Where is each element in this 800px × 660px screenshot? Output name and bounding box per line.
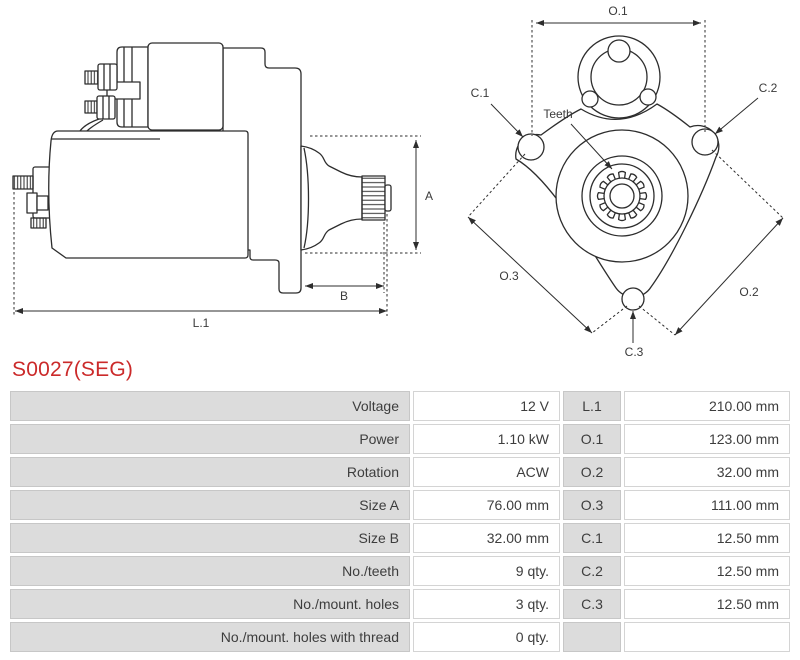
dim-value: 12.50 mm — [624, 589, 790, 619]
spec-value: 12 V — [413, 391, 560, 421]
part-number: S0027(SEG) — [12, 358, 134, 381]
dim-label-c2: C.2 — [759, 81, 778, 95]
mount-hole-c3 — [621, 287, 645, 311]
pinion-gear — [361, 175, 386, 221]
table-row: Size B 32.00 mm C.1 12.50 mm — [10, 523, 790, 553]
table-row: No./teeth 9 qty. C.2 12.50 mm — [10, 556, 790, 586]
spec-label: Size B — [10, 523, 410, 553]
spec-label: Size A — [10, 490, 410, 520]
dim-value — [624, 622, 790, 652]
dim-label-c1: C.1 — [471, 86, 490, 100]
spec-label: Power — [10, 424, 410, 454]
dim-value: 111.00 mm — [624, 490, 790, 520]
teeth-label: Teeth — [543, 107, 572, 121]
dim-label: C.3 — [563, 589, 621, 619]
spec-value: 0 qty. — [413, 622, 560, 652]
dim-label-o2: O.2 — [739, 285, 759, 299]
spec-value: 3 qty. — [413, 589, 560, 619]
spec-label: Voltage — [10, 391, 410, 421]
table-row: Size A 76.00 mm O.3 111.00 mm — [10, 490, 790, 520]
table-row: No./mount. holes with thread 0 qty. — [10, 622, 790, 652]
front-view-part-outline — [515, 35, 720, 311]
dim-value: 12.50 mm — [624, 556, 790, 586]
spec-value: ACW — [413, 457, 560, 487]
dim-value: 123.00 mm — [624, 424, 790, 454]
terminal-bolt — [84, 70, 99, 85]
dim-label: O.1 — [563, 424, 621, 454]
table-row: Rotation ACW O.2 32.00 mm — [10, 457, 790, 487]
pinion-gear-front — [596, 170, 648, 222]
spec-label: Rotation — [10, 457, 410, 487]
table-row: No./mount. holes 3 qty. C.3 12.50 mm — [10, 589, 790, 619]
side-view-part-outline — [12, 42, 392, 294]
spec-label: No./mount. holes — [10, 589, 410, 619]
starter-side-view-drawing: A B L.1 — [12, 42, 433, 330]
dim-label-l1: L.1 — [193, 316, 210, 330]
dim-value: 210.00 mm — [624, 391, 790, 421]
mount-hole-c2 — [691, 128, 719, 156]
front-view-dimensions — [467, 20, 784, 343]
spec-table: Voltage 12 V L.1 210.00 mm Power 1.10 kW… — [10, 391, 790, 655]
dim-value: 32.00 mm — [624, 457, 790, 487]
dim-label: L.1 — [563, 391, 621, 421]
dim-label: C.1 — [563, 523, 621, 553]
spec-value: 1.10 kW — [413, 424, 560, 454]
dim-value: 12.50 mm — [624, 523, 790, 553]
dim-label: C.2 — [563, 556, 621, 586]
terminal-bolt — [84, 100, 98, 114]
dim-label — [563, 622, 621, 652]
dim-label: O.2 — [563, 457, 621, 487]
dim-label-o3: O.3 — [499, 269, 519, 283]
table-row: Voltage 12 V L.1 210.00 mm — [10, 391, 790, 421]
dim-label: O.3 — [563, 490, 621, 520]
dim-label-c3: C.3 — [625, 345, 644, 359]
spec-value: 9 qty. — [413, 556, 560, 586]
spec-label: No./mount. holes with thread — [10, 622, 410, 652]
dim-label-b: B — [340, 289, 348, 303]
mount-hole-c1 — [517, 133, 545, 161]
side-view-dimensions — [13, 135, 421, 316]
dim-label-a: A — [425, 189, 433, 203]
spec-value: 32.00 mm — [413, 523, 560, 553]
table-row: Power 1.10 kW O.1 123.00 mm — [10, 424, 790, 454]
dim-label-o1: O.1 — [608, 4, 628, 18]
spec-label: No./teeth — [10, 556, 410, 586]
starter-front-view-drawing: O.1 C.1 C.2 Teeth O.3 O.2 C.3 — [467, 4, 784, 359]
spec-value: 76.00 mm — [413, 490, 560, 520]
